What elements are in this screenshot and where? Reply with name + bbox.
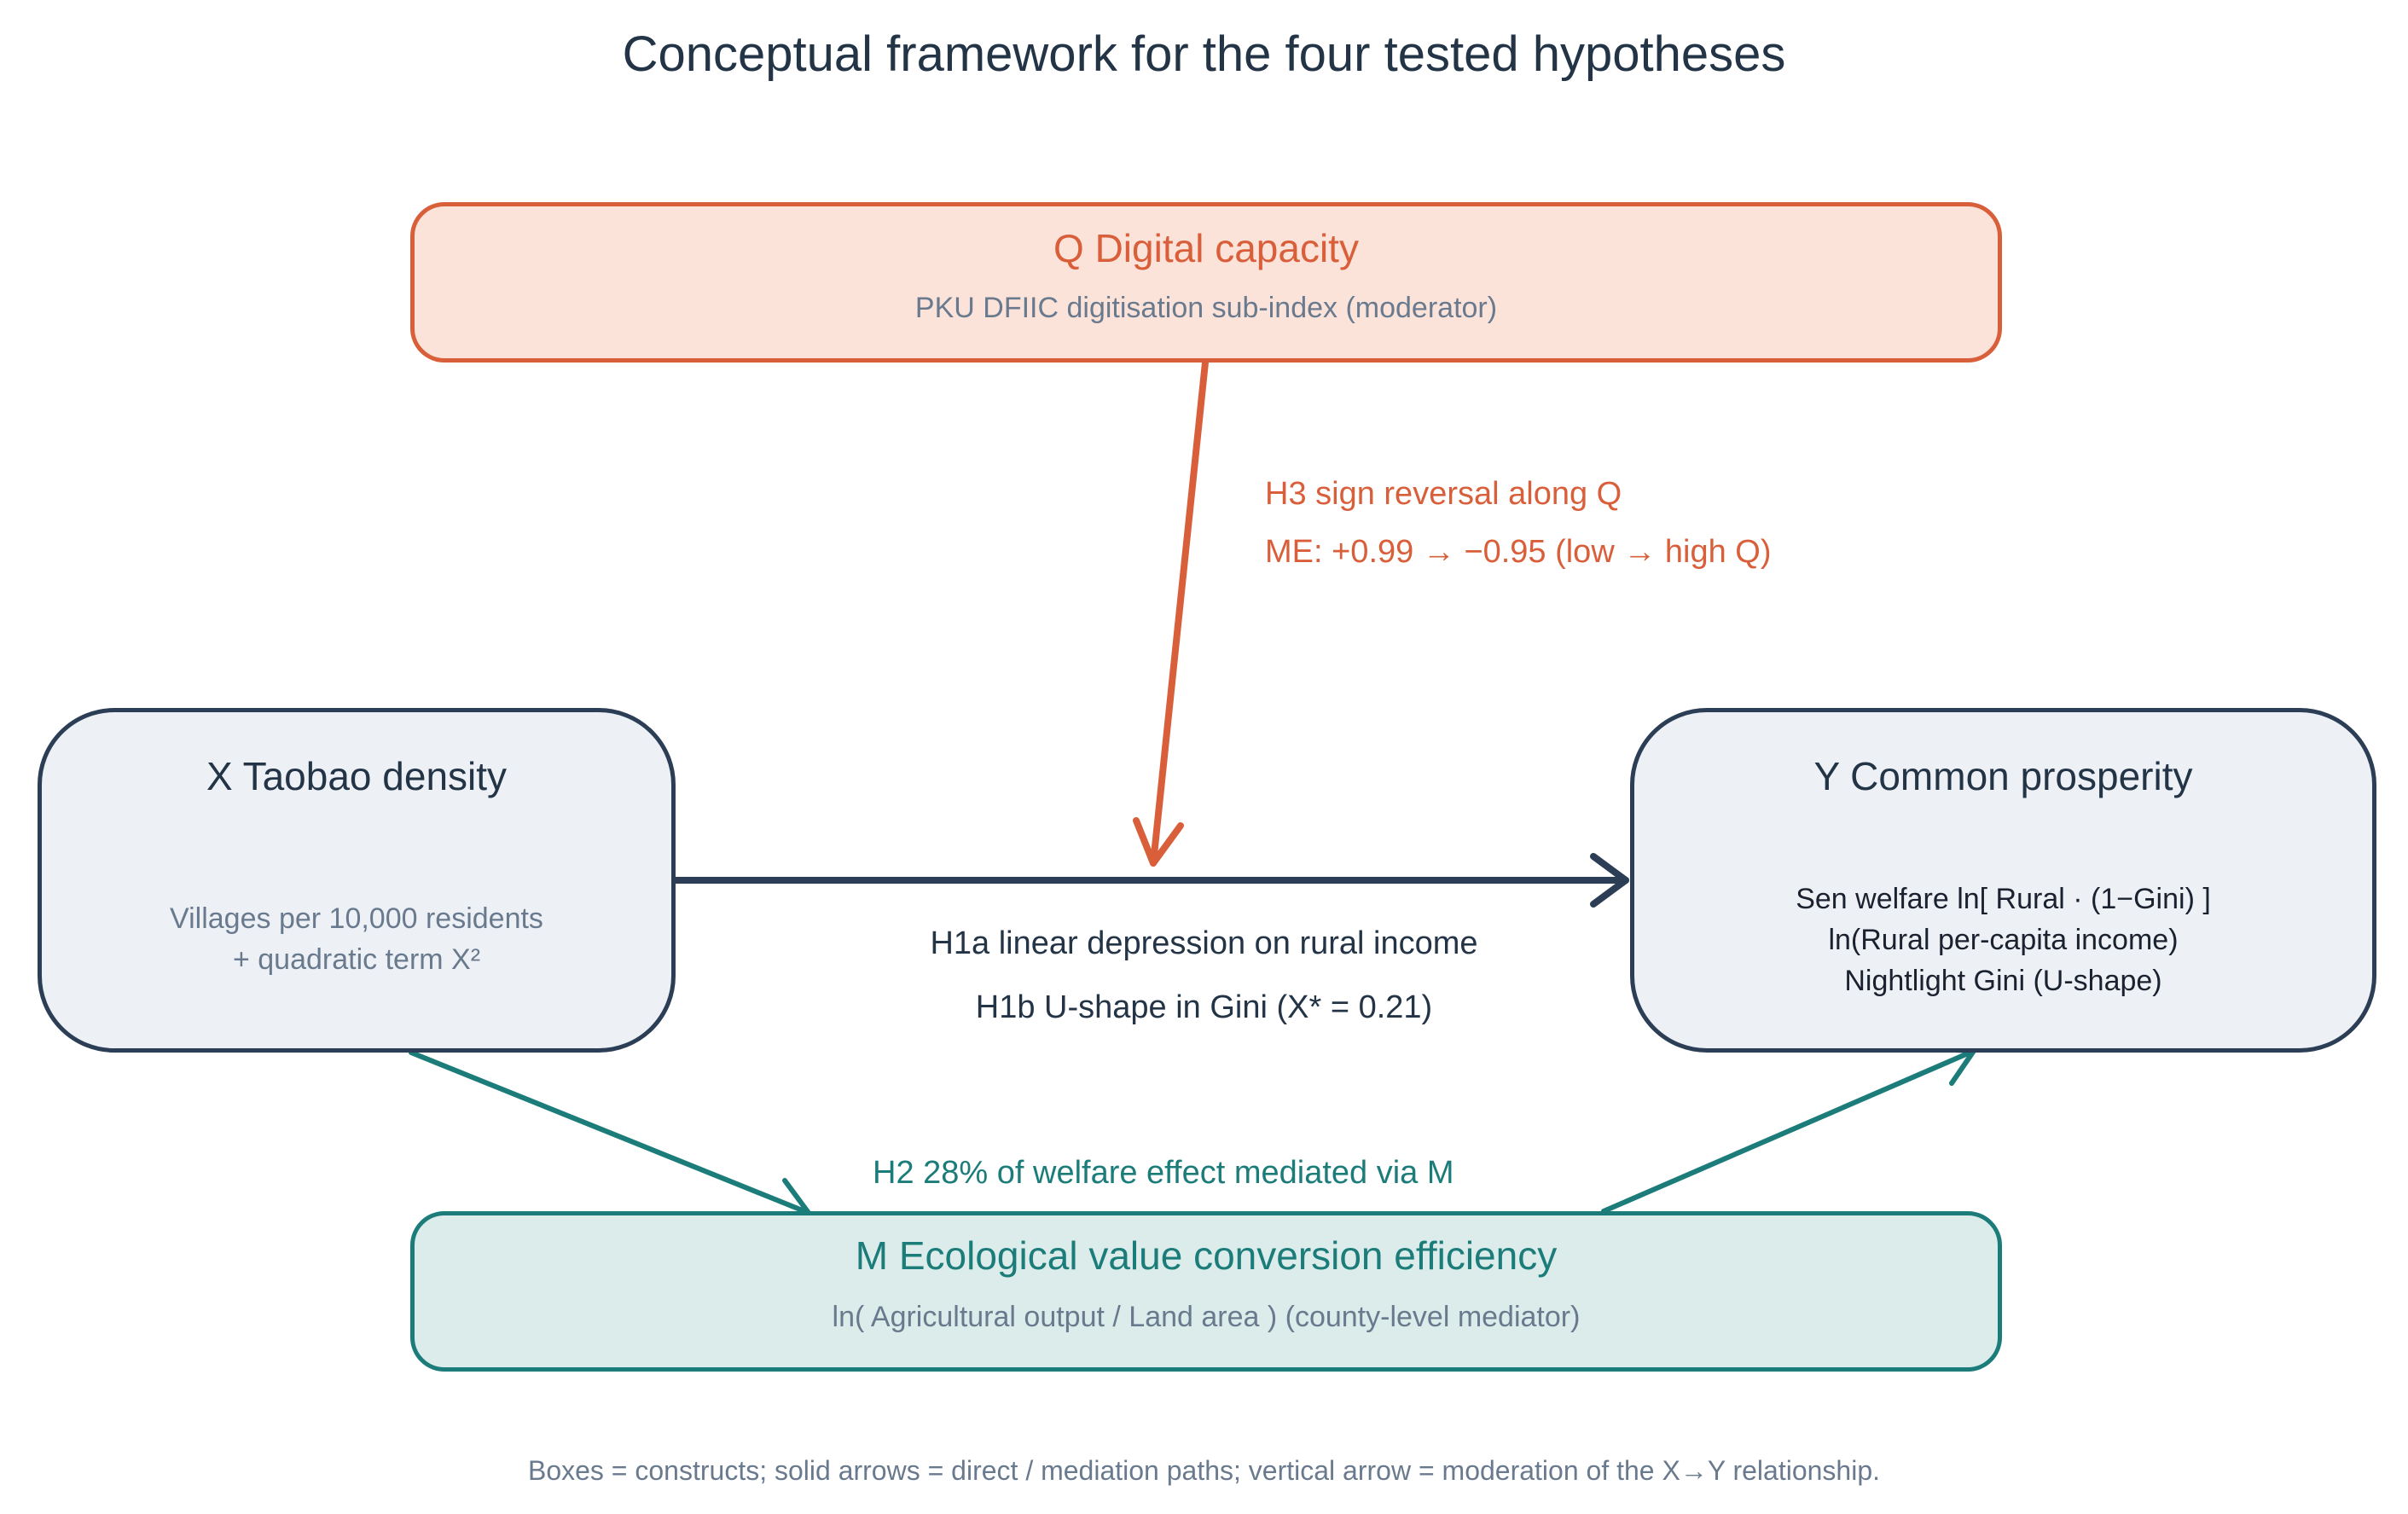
node-m-title: M Ecological value conversion efficiency [855,1233,1558,1278]
node-x-title: X Taobao density [206,754,508,798]
node-y-outcome-line: ln(Rural per-capita income) [1828,924,2179,956]
h2-label: H2 28% of welfare effect mediated via M [873,1155,1454,1191]
node-x-subtitle-line: + quadratic term X² [232,943,481,976]
node-y-outcome-line: Sen welfare ln[ Rural · (1−Gini) ] [1796,883,2211,915]
node-q-digital-capacity: Q Digital capacity PKU DFIIC digitisatio… [410,202,2002,363]
node-y-outcome-line: Nightlight Gini (U-shape) [1844,965,2162,997]
node-x-subtitle-line: Villages per 10,000 residents [170,902,543,935]
node-q-title: Q Digital capacity [1053,226,1359,270]
diagram-title: Conceptual framework for the four tested… [622,26,1786,82]
direct-path-arrow [672,853,1629,908]
h1a-label: H1a linear depression on rural income [930,925,1478,961]
node-m-subtitle: ln( Agricultural output / Land area ) (c… [832,1301,1581,1333]
h3-marginal-effect-label: ME: +0.99 → −0.95 (low → high Q) [1265,534,1772,570]
footnote: Boxes = constructs; solid arrows = direc… [527,1455,1881,1486]
x-to-m-arrow [409,1050,811,1219]
node-y-title: Y Common prosperity [1813,754,2193,798]
h1b-label: H1b U-shape in Gini (X* = 0.21) [975,989,1433,1025]
node-y-outcomes: Sen welfare ln[ Rural · (1−Gini) ] ln(Ru… [1634,879,2372,1001]
node-x-subtitle: Villages per 10,000 residents + quadrati… [42,898,671,980]
moderation-arrow [1133,359,1209,867]
node-q-subtitle: PKU DFIIC digitisation sub-index (modera… [914,292,1498,324]
node-m-ecological-value: M Ecological value conversion efficiency… [410,1211,2002,1372]
node-y-common-prosperity: Y Common prosperity Sen welfare ln[ Rura… [1630,708,2376,1053]
h3-label: H3 sign reversal along Q [1265,476,1622,512]
m-to-y-arrow [1601,1047,1976,1214]
node-x-taobao-density: X Taobao density Villages per 10,000 res… [38,708,676,1053]
